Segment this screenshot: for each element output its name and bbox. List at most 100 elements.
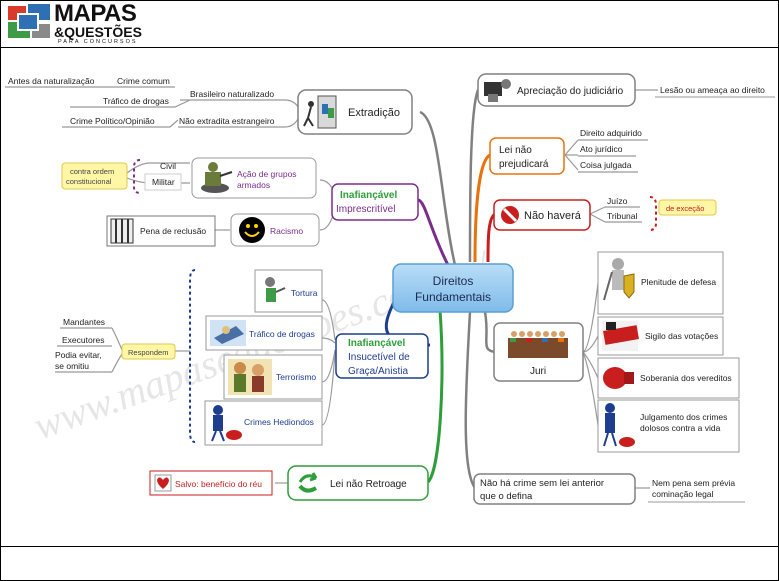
respondem-label: Respondem <box>128 348 168 357</box>
juri-item-label: Soberania dos vereditos <box>640 373 732 383</box>
nao-ha-crime-label: Não há crime sem lei anterior <box>480 478 604 489</box>
torture-icon <box>265 277 286 302</box>
lei-nao-retroage-node[interactable]: Lei não Retroage <box>287 465 429 501</box>
logo-subtitle: &QUESTÕES <box>54 24 142 40</box>
lei-nao-prejudicara-node[interactable]: Lei não prejudicará <box>489 137 565 175</box>
racismo-node[interactable]: Racismo <box>230 213 320 247</box>
jury-icon <box>508 331 568 358</box>
logo-title: MAPAS <box>54 0 137 27</box>
civil-label: Civil <box>160 161 176 171</box>
prejudicara-label: Lei não <box>499 145 532 156</box>
juri-item-sigilo[interactable]: Sigilo das votações <box>597 316 724 356</box>
militar-label: Militar <box>152 177 175 187</box>
header-divider <box>0 47 779 48</box>
trafico-label: Tráfico de drogas <box>249 329 315 339</box>
prejudicara-label: prejudicará <box>499 159 549 170</box>
excecao-note: de exceção <box>658 199 717 216</box>
bracket-lines-purple <box>133 159 141 194</box>
center-node[interactable]: Direitos Fundamentais <box>392 263 514 313</box>
salvo-node[interactable]: Salvo: benefício do réu <box>149 470 273 496</box>
logo: MAPAS &QUESTÕES PARA CONCURSOS <box>6 2 151 46</box>
pena-node[interactable]: Pena de reclusão <box>106 215 216 247</box>
center-label: Direitos <box>433 274 474 288</box>
extradicao-item: Não extradita estrangeiro <box>179 116 275 126</box>
excecao-label: de exceção <box>666 204 704 213</box>
crimes-hediondos-node[interactable]: Crimes Hediondos <box>204 400 323 446</box>
tortura-node[interactable]: Tortura <box>254 269 323 313</box>
judiciario-detail: Lesão ou ameaça ao direito <box>660 85 765 95</box>
extradicao-item: Crime comum <box>117 76 170 86</box>
imprescritivel-label: Imprescritível <box>336 204 395 215</box>
inafiancavel-insuscetivel-node[interactable]: Inafiançável Insucetível de Graça/Anisti… <box>335 333 429 379</box>
responder-item: Mandantes <box>63 317 105 327</box>
responder-item: se omitiu <box>55 361 89 371</box>
inafiancavel-imprescritivel-node[interactable]: Inafiançável Imprescritível <box>331 183 419 221</box>
insuscetivel-label: Graça/Anistia <box>348 366 408 377</box>
juri-item-label: Julgamento dos crimes <box>640 412 727 422</box>
juri-item-label: Plenitude de defesa <box>641 277 716 287</box>
nao-ha-crime-detail: cominação legal <box>652 489 714 499</box>
inafiancavel-label: Inafiançável <box>340 190 397 201</box>
prejudicara-item: Direito adquirido <box>580 128 642 138</box>
extradicao-node[interactable]: Extradição <box>297 89 413 135</box>
bracket-lines-red <box>649 196 657 231</box>
branch-lines <box>384 89 497 489</box>
salvo-label: Salvo: benefício do réu <box>175 479 262 489</box>
center-label: Fundamentais <box>415 290 491 304</box>
judiciario-node[interactable]: Apreciação do judiciário <box>477 73 636 107</box>
judiciario-label: Apreciação do judiciário <box>517 86 624 97</box>
door-exit-icon <box>303 95 337 129</box>
insuscetivel-label: Insucetível de <box>348 352 410 363</box>
nao-havera-label: Não haverá <box>524 210 582 222</box>
acao-grupos-node[interactable]: Ação de grupos armados <box>191 157 317 199</box>
drugs-icon <box>210 320 246 346</box>
responder-item: Executores <box>62 335 105 345</box>
knight-icon <box>603 258 635 301</box>
contra-ordem-text: contra ordem <box>70 167 114 176</box>
top-secret-icon <box>602 321 639 351</box>
extradicao-label: Extradição <box>348 107 400 119</box>
racismo-label: Racismo <box>270 226 303 236</box>
soldier-icon <box>201 162 233 193</box>
boxing-glove-icon <box>603 367 634 389</box>
extradicao-item: Tráfico de drogas <box>103 96 169 106</box>
footer-divider <box>0 546 779 547</box>
juri-item-plenitude[interactable]: Plenitude de defesa <box>597 251 724 315</box>
respondem-note: Respondem <box>121 343 176 360</box>
extradicao-item: Brasileiro naturalizado <box>190 89 274 99</box>
extradicao-item: Crime Político/Opinião <box>70 116 155 126</box>
pena-label: Pena de reclusão <box>140 226 206 236</box>
judge-icon <box>484 79 511 102</box>
nao-havera-item: Juízo <box>607 196 628 206</box>
criminal-icon <box>603 403 635 447</box>
juri-item-soberania[interactable]: Soberania dos vereditos <box>597 357 740 399</box>
logo-tagline: PARA CONCURSOS <box>58 39 138 45</box>
terrorismo-node[interactable]: Terrorismo <box>223 354 323 400</box>
lei-nao-retroage-label: Lei não Retroage <box>330 479 407 490</box>
criminal-icon <box>211 405 242 442</box>
terrorists-icon <box>228 359 272 395</box>
juri-item-label: dolosos contra a vida <box>640 423 721 433</box>
contra-ordem-text: constitucional <box>66 177 112 186</box>
acao-label: Ação de grupos <box>237 169 297 179</box>
juri-item-julgamento[interactable]: Julgamento dos crimes dolosos contra a v… <box>597 399 740 453</box>
prejudicara-item: Coisa julgada <box>580 160 632 170</box>
juri-label: Juri <box>530 366 546 377</box>
nao-havera-node[interactable]: Não haverá <box>493 199 591 231</box>
trafico-node[interactable]: Tráfico de drogas <box>205 315 323 351</box>
juri-node[interactable]: Juri <box>493 322 584 382</box>
extradicao-item: Antes da naturalização <box>8 76 95 86</box>
contra-ordem-note: contra ordem constitucional <box>61 162 128 190</box>
nao-ha-crime-label: que o defina <box>480 491 533 502</box>
nao-ha-crime-detail: Nem pena sem prévia <box>652 478 735 488</box>
juri-item-label: Sigilo das votações <box>645 331 718 341</box>
logo-icon <box>8 4 50 38</box>
tortura-label: Tortura <box>291 288 318 298</box>
nao-ha-crime-node[interactable]: Não há crime sem lei anterior que o defi… <box>473 473 636 505</box>
heart-icon <box>157 477 169 489</box>
bracket-lines <box>189 269 196 443</box>
nao-havera-item: Tribunal <box>607 211 638 221</box>
acao-label: armados <box>237 180 270 190</box>
smiley-icon <box>239 217 265 243</box>
